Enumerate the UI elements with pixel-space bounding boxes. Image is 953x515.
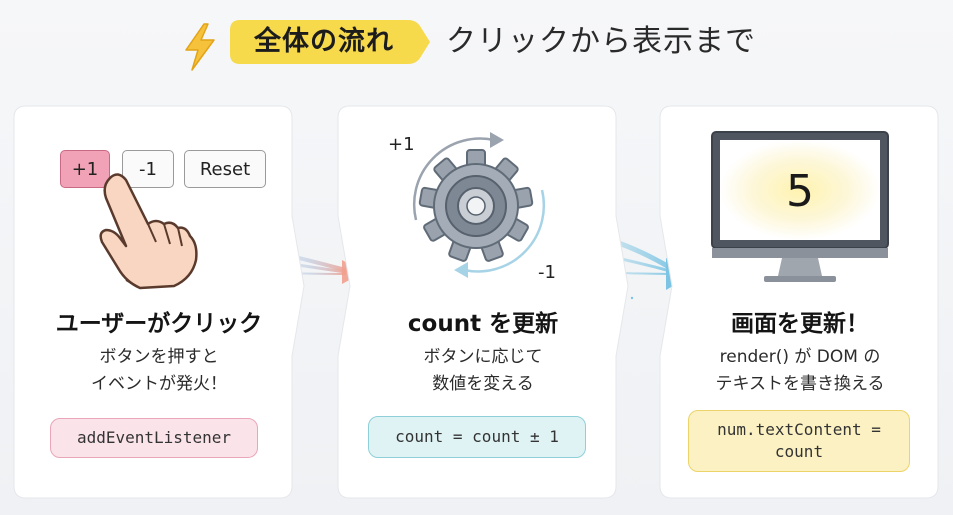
step-card-render: 5 画面を更新！ render() が DOM の テキストを書き換える num… [659, 105, 940, 499]
code-snippet: count = count ± 1 [368, 416, 586, 458]
step-card-update: +1 -1 count を更新 ボタンに応じて 数値を変える count = c… [337, 105, 629, 499]
code-snippet: num.textContent = count [688, 410, 910, 472]
counter-display: 5 [786, 166, 814, 217]
title-badge: 全体の流れ [226, 16, 432, 68]
plus-one-label: +1 [388, 134, 415, 155]
decrement-button: -1 [122, 150, 174, 188]
pointing-hand-icon [99, 173, 198, 290]
rotation-arrows-icon [412, 132, 546, 278]
step-title: ユーザーがクリック [55, 311, 263, 337]
step-title: count を更新 [407, 311, 559, 337]
lightning-bolt-icon [185, 23, 215, 71]
code-snippet: addEventListener [50, 418, 258, 458]
header: 全体の流れ クリックから表示まで [0, 14, 953, 74]
reset-button: Reset [184, 150, 266, 188]
monitor-icon [711, 131, 889, 282]
step-card-click: +1 -1 Reset ユーザーがクリック ボタンを押すと イベントが発火！ a… [13, 105, 305, 499]
step-description: ボタンに応じて 数値を変える [423, 347, 543, 394]
minus-one-label: -1 [538, 262, 556, 283]
step-description: render() が DOM の テキストを書き換える [715, 347, 885, 394]
page-title: 全体の流れ [254, 26, 394, 57]
step-title: 画面を更新！ [731, 311, 869, 337]
page-subtitle: クリックから表示まで [446, 24, 756, 59]
step-description: ボタンを押すと イベントが発火！ [91, 347, 227, 394]
increment-button: +1 [60, 150, 110, 188]
gear-icon [418, 149, 534, 262]
